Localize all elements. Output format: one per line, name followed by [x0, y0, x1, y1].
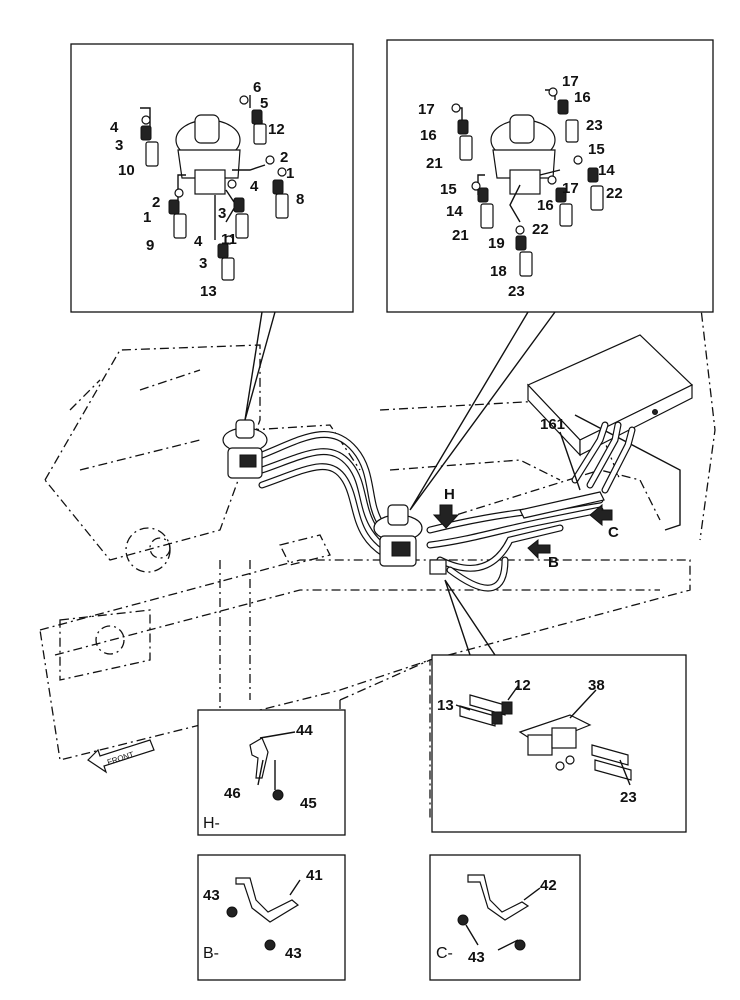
view-c-detail-box: 42 43 C- — [429, 854, 581, 981]
part-number-label: 38 — [588, 677, 605, 694]
fitting-icon — [451, 87, 604, 277]
view-arrow-h: H — [432, 486, 460, 529]
part-number-label: C — [608, 524, 619, 541]
part-number-label: 3 — [199, 255, 207, 272]
part-number-label: 42 — [540, 877, 557, 894]
part-number-label: 18 — [490, 263, 507, 280]
part-number-label: 23 — [586, 117, 603, 134]
leader-161 — [559, 431, 581, 491]
part-number-label: 15 — [588, 141, 605, 158]
part-number-label: 10 — [118, 162, 135, 179]
part-number-label: 22 — [606, 185, 623, 202]
part-number-label: 43 — [285, 945, 302, 962]
hydraulic-hoses — [258, 421, 636, 592]
part-number-label: 43 — [203, 887, 220, 904]
part-number-label: 3 — [218, 205, 226, 222]
right-pilot-valve — [373, 504, 447, 575]
part-number-label: 16 — [537, 197, 554, 214]
part-number-label: 23 — [508, 283, 525, 300]
part-number-label: 46 — [224, 785, 241, 802]
part-number-label: 21 — [426, 155, 443, 172]
part-number-label: 5 — [260, 95, 268, 112]
leader-pipe-detail — [444, 579, 496, 656]
part-number-label: 2 — [280, 149, 288, 166]
label-161: 161 — [540, 416, 565, 433]
fitting-icon — [140, 95, 289, 281]
pipe-joint-detail-box: 12 13 38 23 — [431, 654, 687, 833]
part-number-label: 12 — [268, 121, 285, 138]
part-number-label: 12 — [514, 677, 531, 694]
part-number-label: 13 — [437, 697, 454, 714]
part-number-label: 17 — [418, 101, 435, 118]
part-number-label: 16 — [420, 127, 437, 144]
part-number-label: 4 — [250, 178, 259, 195]
part-number-label: 16 — [574, 89, 591, 106]
part-number-label: 8 — [296, 191, 304, 208]
part-number-label: 9 — [146, 237, 154, 254]
left-valve-detail-box: 4 3 10 6 5 12 2 1 4 2 1 3 8 9 11 4 3 13 — [70, 43, 354, 313]
part-number-label: 2 — [152, 194, 160, 211]
part-number-label: 44 — [296, 722, 313, 739]
leader-left-detail — [244, 311, 276, 421]
part-number-label: 22 — [532, 221, 549, 238]
part-number-label: 23 — [620, 789, 637, 806]
leader-right-detail — [409, 311, 556, 511]
part-number-label: 6 — [253, 79, 261, 96]
right-valve-detail-box: 17 16 17 16 23 21 15 14 15 17 22 14 16 2… — [386, 39, 714, 313]
view-h-detail-box: 44 46 45 H- — [197, 709, 346, 836]
part-number-label: 21 — [452, 227, 469, 244]
part-number-label: 43 — [468, 949, 485, 966]
bracket-bar — [519, 491, 605, 519]
part-number-label: C- — [436, 945, 453, 962]
part-number-label: 14 — [446, 203, 463, 220]
part-number-label: 11 — [221, 231, 237, 248]
part-number-label: 19 — [488, 235, 505, 252]
view-b-detail-box: 41 43 43 B- — [197, 854, 346, 981]
part-number-label: 4 — [110, 119, 119, 136]
part-number-label: 3 — [115, 137, 123, 154]
view-arrow-c: C — [589, 503, 619, 541]
control-box — [526, 334, 694, 531]
part-number-label: 14 — [598, 162, 615, 179]
part-number-label: H — [444, 486, 455, 503]
part-number-label: 17 — [562, 73, 579, 90]
part-number-label: 4 — [194, 233, 203, 250]
part-number-label: 15 — [440, 181, 457, 198]
part-number-label: 1 — [286, 165, 294, 182]
part-number-label: 1 — [143, 209, 151, 226]
part-number-label: 45 — [300, 795, 317, 812]
part-number-label: 41 — [306, 867, 323, 884]
part-number-label: B- — [203, 945, 219, 962]
part-number-label: H- — [203, 815, 220, 832]
part-number-label: 13 — [200, 283, 217, 300]
view-arrow-b: B — [527, 538, 559, 571]
left-pilot-valve — [222, 419, 268, 479]
part-number-label: B — [548, 554, 559, 571]
part-number-label: 17 — [562, 180, 579, 197]
